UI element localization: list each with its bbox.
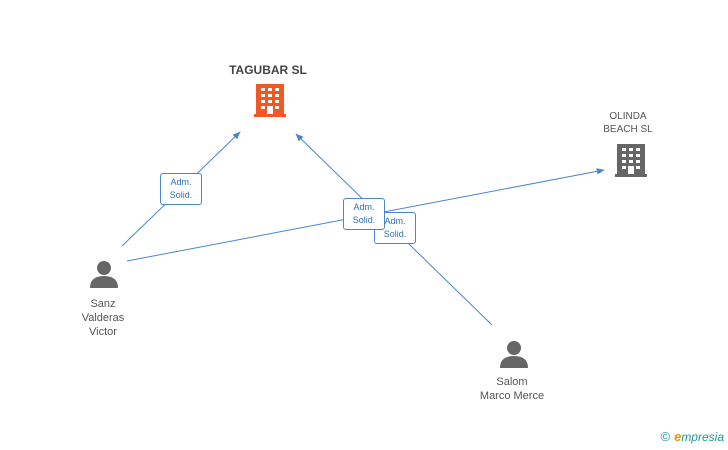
edge-label-line: Solid.: [352, 215, 376, 225]
person-name-line: Sanz: [90, 298, 116, 310]
person-name-sanz[interactable]: Sanz Valderas Victor: [63, 297, 143, 339]
edge-label-sanz-olinda[interactable]: Adm. Solid.: [343, 198, 385, 230]
company-name-tagubar[interactable]: TAGUBAR SL: [218, 63, 318, 77]
company-name-line: BEACH SL: [603, 124, 653, 135]
edge-label-sanz-tagubar[interactable]: Adm. Solid.: [160, 173, 202, 205]
building-icon[interactable]: [254, 84, 286, 117]
empresia-watermark: © empresia: [660, 429, 724, 444]
building-icon[interactable]: [615, 144, 647, 177]
person-name-salom[interactable]: Salom Marco Merce: [462, 375, 562, 403]
person-name-line: Salom: [496, 376, 528, 388]
person-name-line: Victor: [89, 326, 117, 338]
edge-label-line: Solid.: [383, 229, 407, 239]
person-icon[interactable]: [90, 261, 118, 288]
company-name-line: OLINDA: [609, 111, 647, 122]
brand-logo: empresia: [674, 429, 724, 444]
edge-label-line: Adm.: [384, 216, 406, 226]
brand-initial: e: [674, 429, 682, 444]
company-name-text: TAGUBAR SL: [229, 63, 307, 77]
person-icon[interactable]: [500, 341, 528, 368]
edge-label-line: Adm.: [353, 202, 375, 212]
person-name-line: Valderas: [81, 312, 125, 324]
copyright-symbol: ©: [660, 429, 671, 444]
edge-label-line: Adm.: [170, 177, 192, 187]
person-name-line: Marco Merce: [479, 390, 545, 402]
brand-name: mpresia: [681, 430, 724, 444]
company-name-olinda[interactable]: OLINDA BEACH SL: [588, 110, 668, 136]
edge-label-line: Solid.: [169, 190, 193, 200]
